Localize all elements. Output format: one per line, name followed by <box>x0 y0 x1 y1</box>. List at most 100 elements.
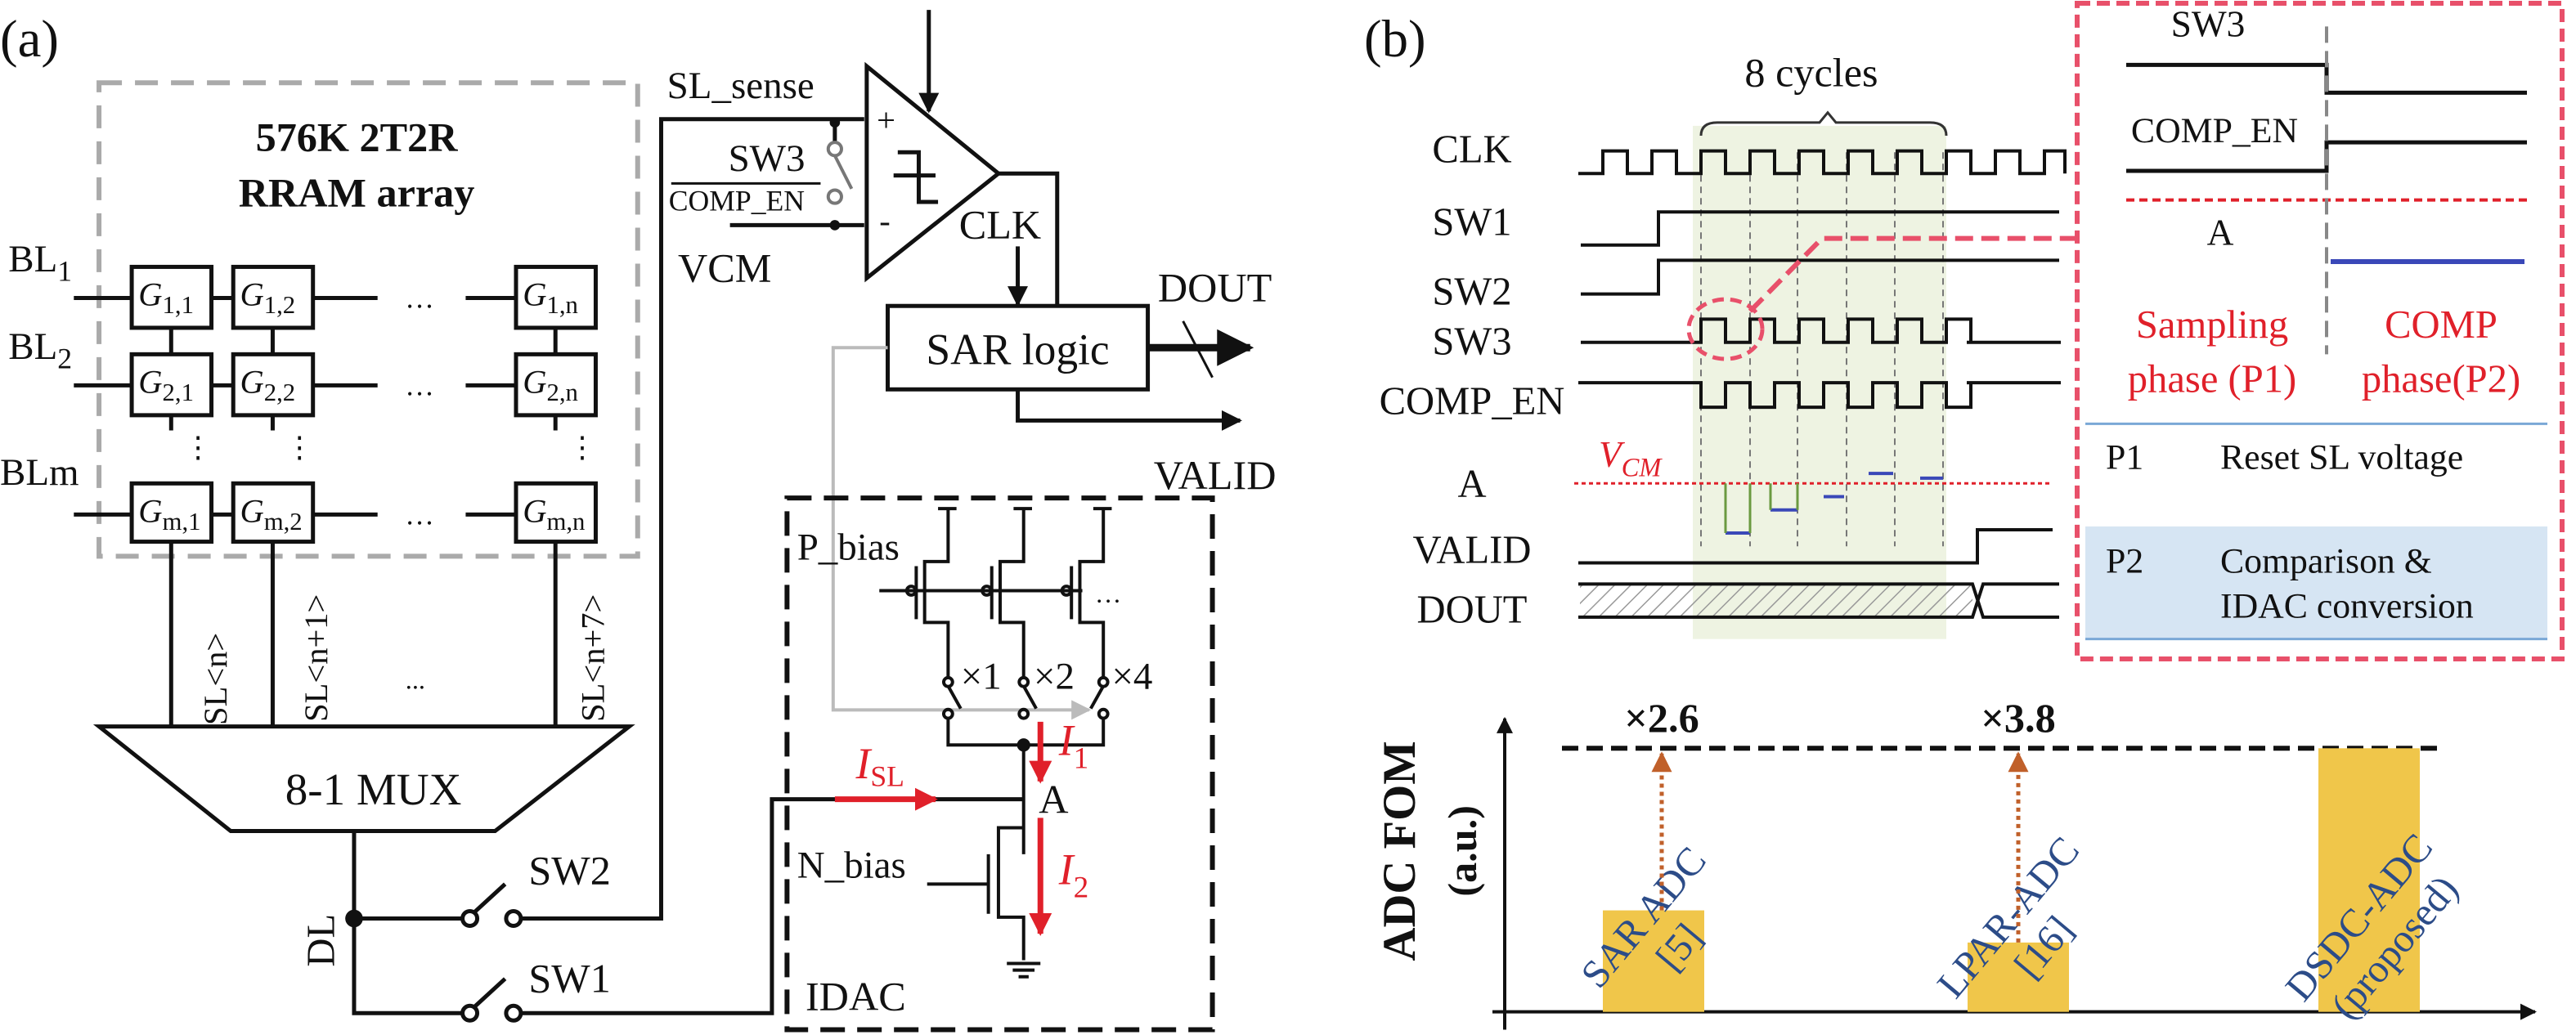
panel-b-label: (b) <box>1364 10 1426 69</box>
node-a-waveform <box>1726 472 1943 535</box>
valid-waveform <box>1578 528 2053 565</box>
rram-cell <box>129 264 214 330</box>
source-line-labels: SL<n> SL<n+1> SL<n+7> <box>197 594 612 725</box>
signal-label-valid: VALID <box>1413 528 1532 572</box>
p-bias-label: P_bias <box>797 526 900 568</box>
bitline-label: BLm <box>0 451 79 494</box>
sw1-waveform <box>1581 210 2059 247</box>
y-axis-label: ADC FOM <box>1374 741 1425 961</box>
node-a-label: A <box>1039 777 1068 822</box>
phase-table-row-p2 <box>2085 526 2547 639</box>
sl-ellipsis: ... <box>406 665 425 695</box>
sampling-phase-line1: Sampling <box>2136 302 2288 347</box>
rram-cell <box>231 481 316 544</box>
mux-label: 8-1 MUX <box>285 764 462 814</box>
sw1-label: SW1 <box>528 955 610 1001</box>
cell-label: G1,n <box>523 276 578 319</box>
comparator-plus: + <box>877 101 895 138</box>
dl-label: DL <box>298 914 343 967</box>
multiplier-x2: ×2 <box>1034 655 1075 697</box>
sw2-label: SW2 <box>528 847 610 893</box>
adc-fom-bar-chart: ADC FOM (a.u.) SAR ADC[5]×2.6LPAR-ADC[16… <box>1374 695 2537 1030</box>
row-ellipsis: … <box>405 282 434 315</box>
array-title-line2: RRAM array <box>239 170 475 216</box>
row-ellipsis: … <box>405 370 434 402</box>
inset-sw3-label: SW3 <box>2171 4 2246 45</box>
signal-label-comp_en: COMP_EN <box>1380 379 1565 423</box>
comp-phase-line2: phase(P2) <box>2362 357 2520 401</box>
sar-logic-label: SAR logic <box>926 325 1109 374</box>
i-1-label: I1 <box>1058 715 1088 775</box>
cell-label: G2,2 <box>240 363 295 406</box>
comp-en-waveform <box>1578 381 2061 410</box>
bar-0 <box>1603 910 1704 1012</box>
sw3-label: SW3 <box>729 137 806 180</box>
node-a-dot <box>1016 738 1030 752</box>
vcm-label: VCM <box>678 244 771 290</box>
cell-label: G1,1 <box>138 276 194 319</box>
column-ellipsis: ⋮ <box>183 431 213 464</box>
comp-phase-line1: COMP <box>2385 302 2497 347</box>
inset-zoom-box <box>2075 1 2565 661</box>
sourceline-label: SL<n+1> <box>298 594 334 722</box>
rram-cell <box>129 481 214 544</box>
y-axis-unit: (a.u.) <box>1439 805 1485 897</box>
zoom-highlight-circle <box>1686 297 1765 361</box>
sw2-switch <box>460 882 523 928</box>
signal-label-sw2: SW2 <box>1432 270 1511 314</box>
hysteresis-icon <box>893 150 939 204</box>
dout-hatched-invalid <box>1580 584 1972 617</box>
clk-waveform <box>1578 149 2067 176</box>
sampling-phase-line2: phase (P1) <box>2128 357 2296 401</box>
sl-sense-label: SL_sense <box>667 65 815 107</box>
clk-label: CLK <box>959 202 1041 248</box>
dout-label: DOUT <box>1158 265 1272 311</box>
comparator <box>864 61 1002 283</box>
signal-label-sw1: SW1 <box>1432 200 1511 244</box>
timing-waveforms <box>1578 149 2067 565</box>
table-phase-p2: P2 <box>2106 542 2143 581</box>
sw1-switch <box>460 977 523 1023</box>
cell-label: G2,1 <box>138 363 194 406</box>
vcm-label: VCM <box>1599 434 1663 482</box>
n-bias-label: N_bias <box>797 844 906 886</box>
comp-en-bar-label: COMP_EN <box>669 185 805 217</box>
comparator-minus: - <box>879 203 891 240</box>
panel-b-timing-and-chart: (b) 8 cycles CLKSW1SW2SW3COMP_ENAVALIDDO… <box>1364 1 2565 1030</box>
signal-label-sw3: SW3 <box>1432 319 1511 363</box>
bitline-label: BL2 <box>8 325 72 374</box>
improvement-label: ×2.6 <box>1624 695 1699 741</box>
cell-label: G1,2 <box>240 276 295 319</box>
row-ellipsis: … <box>405 499 434 531</box>
panel-a-label: (a) <box>0 10 59 69</box>
array-title-line1: 576K 2T2R <box>256 114 459 160</box>
sourceline-label: SL<n> <box>197 633 234 725</box>
valid-label: VALID <box>1154 452 1277 498</box>
sw3-waveform <box>1581 317 2061 344</box>
signal-label-dout: DOUT <box>1417 587 1528 631</box>
signal-label-clk: CLK <box>1432 127 1511 171</box>
cell-label: Gm,n <box>523 492 585 535</box>
pmos-ellipsis: … <box>1095 580 1121 609</box>
cell-label: G2,n <box>523 363 578 406</box>
table-desc-p2-line2: IDAC conversion <box>2220 587 2474 626</box>
table-desc-p2-line1: Comparison & <box>2220 542 2432 581</box>
signal-label-a: A <box>1457 462 1486 506</box>
bar-1 <box>1968 942 2069 1012</box>
sourceline-label: SL<n+7> <box>575 594 612 722</box>
sw2-waveform <box>1581 258 2059 296</box>
mux-block <box>92 724 635 834</box>
rram-cell <box>514 264 598 330</box>
rram-array-boundary <box>96 80 640 559</box>
cycles-label: 8 cycles <box>1744 49 1878 95</box>
idac-label: IDAC <box>806 973 906 1019</box>
column-ellipsis: ⋮ <box>568 431 597 464</box>
sw3-switch <box>826 141 854 205</box>
cell-label: Gm,2 <box>240 492 302 535</box>
column-ellipsis: ⋮ <box>285 431 314 464</box>
bar-2 <box>2318 748 2420 1012</box>
